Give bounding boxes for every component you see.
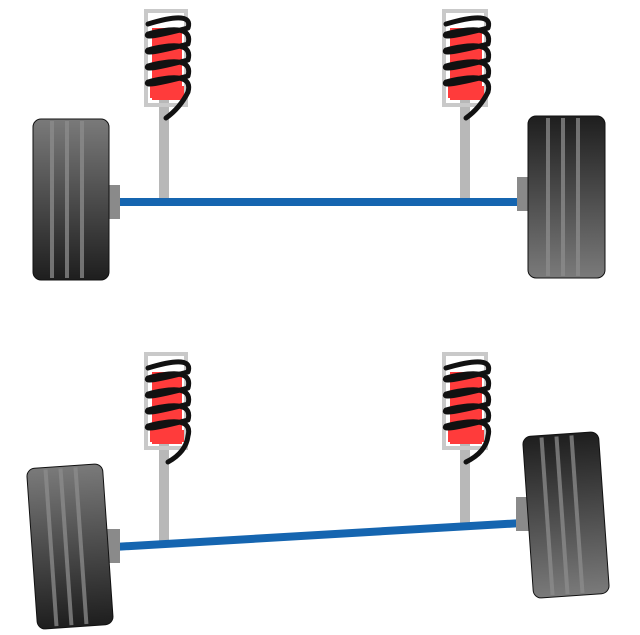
bottom-right-wheel: [522, 431, 610, 599]
left-coil-spring: [144, 359, 192, 465]
bottom-right-hub: [516, 497, 530, 531]
left-strut-rod: [159, 440, 169, 542]
top-left-wheel: [32, 118, 110, 281]
left-shock-absorber-articulated: [144, 352, 192, 542]
level-suspension-panel: [32, 9, 606, 281]
right-damper-frame: [442, 352, 488, 450]
left-coil-spring: [144, 15, 192, 121]
bottom-axle: [114, 519, 522, 551]
right-shock-absorber: [442, 9, 492, 200]
left-damper-frame: [144, 352, 188, 450]
right-strut-rod: [460, 440, 470, 526]
bottom-left-hub: [106, 529, 120, 563]
right-strut-rod: [460, 95, 470, 200]
left-strut-rod: [159, 95, 169, 200]
right-shock-absorber-articulated: [442, 352, 492, 526]
left-shock-absorber: [144, 9, 192, 200]
top-right-wheel: [527, 115, 606, 279]
top-axle: [112, 198, 522, 206]
articulated-suspension-panel: [26, 352, 610, 630]
bottom-left-wheel: [26, 463, 114, 630]
right-coil-spring: [442, 15, 492, 121]
right-coil-spring: [442, 359, 492, 465]
